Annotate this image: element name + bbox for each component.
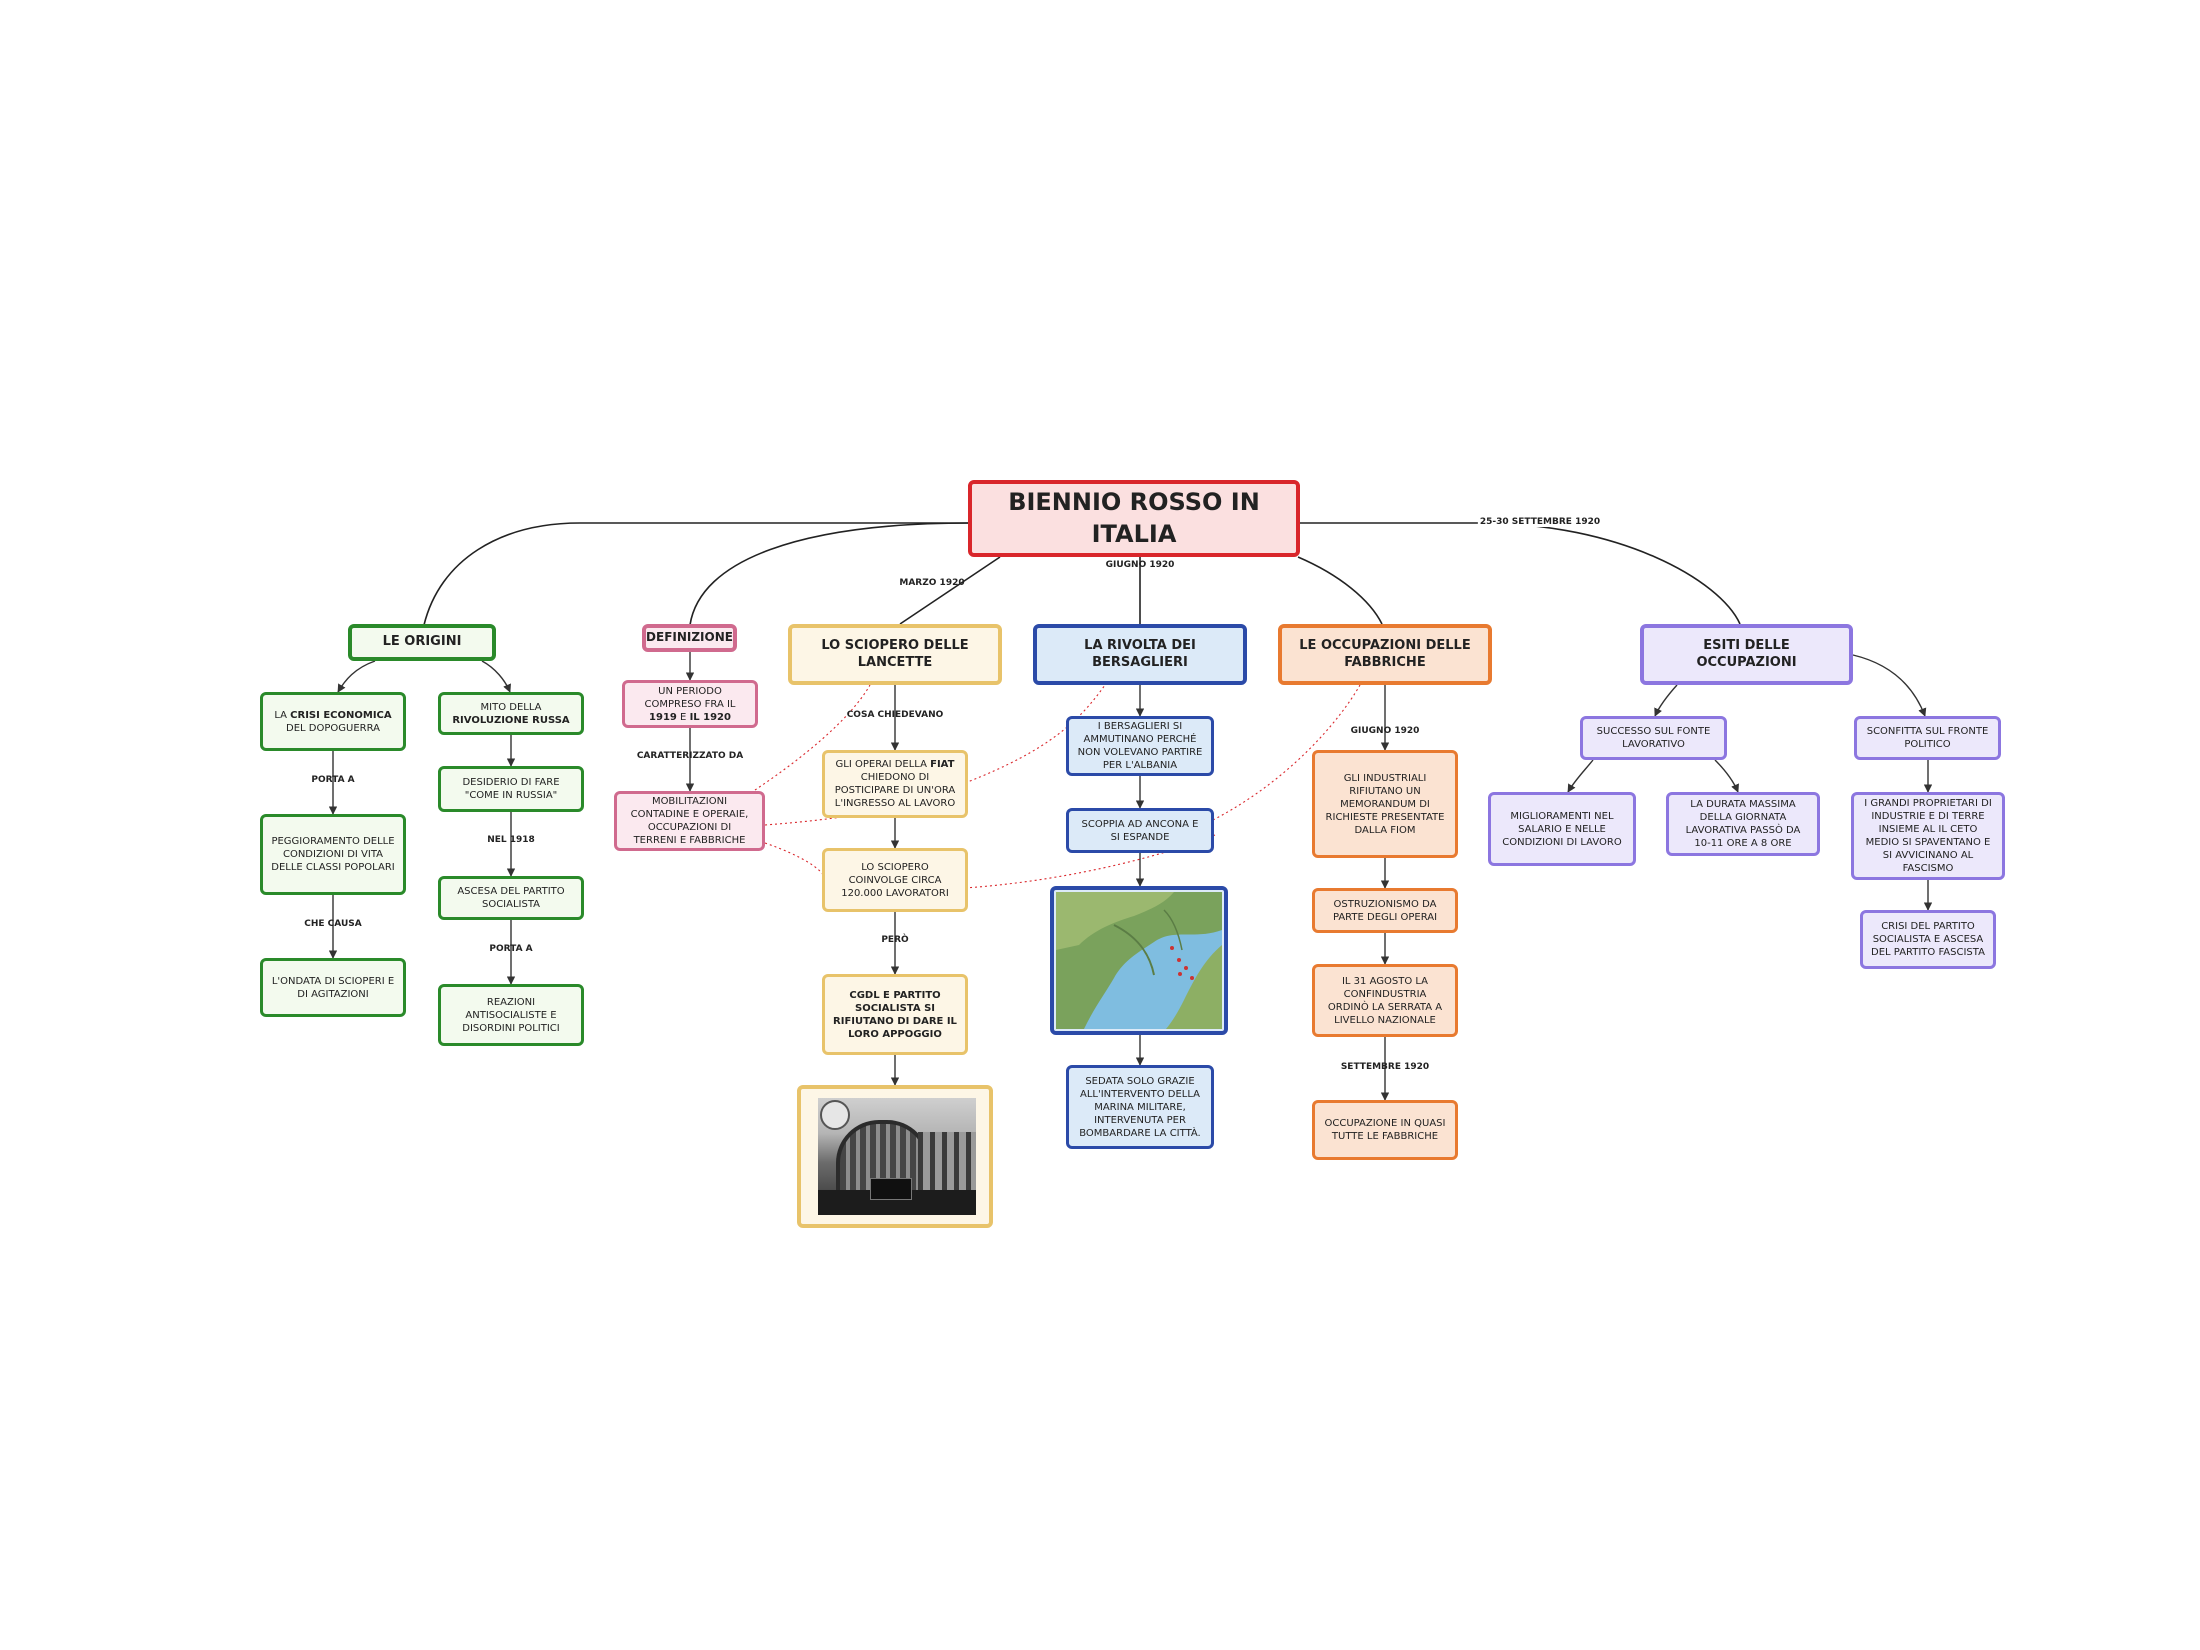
edge-label-giugno: GIUGNO 1920 bbox=[1105, 560, 1175, 570]
operai-fiat-node: GLI OPERAI DELLA FIAT CHIEDONO DI POSTIC… bbox=[822, 750, 968, 818]
edge-title-sciopero bbox=[899, 556, 1001, 625]
settembre-1920-label: SETTEMBRE 1920 bbox=[1340, 1062, 1430, 1072]
sedata-node: SEDATA SOLO GRAZIE ALL'INTERVENTO DELLA … bbox=[1066, 1065, 1214, 1149]
italy-map-drawing bbox=[1056, 892, 1222, 1029]
crisi-partito-node: CRISI DEL PARTITO SOCIALISTA E ASCESA DE… bbox=[1860, 910, 1996, 969]
origini-heading: LE ORIGINI bbox=[348, 624, 496, 661]
definizione-heading: DEFINIZIONE bbox=[642, 624, 737, 652]
reazioni-node: REAZIONI ANTISOCIALISTE E DISORDINI POLI… bbox=[438, 984, 584, 1046]
edge-label-settembre: 25-30 SETTEMBRE 1920 bbox=[1477, 517, 1603, 527]
desiderio-node: DESIDERIO DI FARE "COME IN RUSSIA" bbox=[438, 766, 584, 812]
periodo-year-1: 1919 bbox=[649, 711, 677, 723]
main-title: BIENNIO ROSSO IN ITALIA bbox=[968, 480, 1300, 557]
station-building bbox=[918, 1132, 976, 1190]
mobilitazioni-node: MOBILITAZIONI CONTADINE E OPERAIE, OCCUP… bbox=[614, 791, 765, 851]
peggioramento-node: PEGGIORAMENTO DELLE CONDIZIONI DI VITA D… bbox=[260, 814, 406, 895]
crisi-text-bold: CRISI ECONOMICA bbox=[290, 709, 392, 721]
mito-rivoluzione-node: MITO DELLA RIVOLUZIONE RUSSA bbox=[438, 692, 584, 735]
dotted-link-2 bbox=[764, 804, 901, 826]
italy-map-image bbox=[1050, 886, 1228, 1035]
crisi-economica-node: LA CRISI ECONOMICA DEL DOPOGUERRA bbox=[260, 692, 406, 751]
station-photo bbox=[797, 1085, 993, 1228]
ascesa-node: ASCESA DEL PARTITO SOCIALISTA bbox=[438, 876, 584, 920]
station-clock-icon bbox=[820, 1100, 850, 1130]
dotted-link-1 bbox=[754, 684, 871, 791]
proprietari-node: I GRANDI PROPRIETARI DI INDUSTRIE E DI T… bbox=[1851, 792, 2005, 880]
periodo-year-2: IL 1920 bbox=[689, 711, 731, 723]
rivolta-heading: LA RIVOLTA DEI BERSAGLIERI bbox=[1033, 624, 1247, 685]
edge-title-esiti bbox=[1298, 522, 1741, 625]
edge-label-marzo: MARZO 1920 bbox=[899, 578, 965, 588]
industriali-node: GLI INDUSTRIALI RIFIUTANO UN MEMORANDUM … bbox=[1312, 750, 1458, 858]
dotted-link-5 bbox=[964, 834, 1216, 889]
edge-title-origini bbox=[423, 522, 970, 626]
ammutinano-node: I BERSAGLIERI SI AMMUTINANO PERCHÉ NON V… bbox=[1066, 716, 1214, 776]
periodo-node: UN PERIODO COMPRESO FRA IL 1919 E IL 192… bbox=[622, 680, 758, 728]
crisi-text-post: DEL DOPOGUERRA bbox=[286, 722, 380, 734]
pero-label: PERÒ bbox=[881, 935, 909, 945]
sconfitta-node: SCONFITTA SUL FRONTE POLITICO bbox=[1854, 716, 2001, 760]
coinvolge-node: LO SCIOPERO COINVOLGE CIRCA 120.000 LAVO… bbox=[822, 848, 968, 912]
sciopero-heading: LO SCIOPERO DELLE LANCETTE bbox=[788, 624, 1002, 685]
esiti-heading: ESITI DELLE OCCUPAZIONI bbox=[1640, 624, 1853, 685]
operai-text-post: CHIEDONO DI POSTICIPARE DI UN'ORA L'INGR… bbox=[834, 772, 956, 809]
cosa-chiedevano-label: COSA CHIEDEVANO bbox=[846, 710, 944, 720]
station-tram bbox=[870, 1178, 912, 1200]
nel-1918-label: NEL 1918 bbox=[487, 835, 535, 845]
caratterizzato-label: CARATTERIZZATO DA bbox=[636, 751, 744, 761]
dotted-link-3 bbox=[764, 842, 826, 881]
dotted-link-4 bbox=[964, 684, 1106, 784]
periodo-text-pre: UN PERIODO COMPRESO FRA IL bbox=[644, 685, 736, 710]
operai-text-pre: GLI OPERAI DELLA bbox=[835, 759, 931, 770]
dotted-link-6 bbox=[1212, 684, 1361, 821]
giugno-1920-label: GIUGNO 1920 bbox=[1350, 726, 1420, 736]
ostruzionismo-node: OSTRUZIONISMO DA PARTE DEGLI OPERAI bbox=[1312, 888, 1458, 933]
edge-title-definizione bbox=[689, 522, 971, 626]
scoppia-node: SCOPPIA AD ANCONA E SI ESPANDE bbox=[1066, 808, 1214, 853]
operai-text-bold: FIAT bbox=[930, 759, 955, 770]
edge-title-occupazioni bbox=[1297, 556, 1383, 625]
che-causa-label: CHE CAUSA bbox=[304, 919, 362, 929]
cgdl-node: CGDL E PARTITO SOCIALISTA SI RIFIUTANO D… bbox=[822, 974, 968, 1055]
mito-text-bold: RIVOLUZIONE RUSSA bbox=[452, 714, 570, 726]
agosto-node: IL 31 AGOSTO LA CONFINDUSTRIA ORDINÒ LA … bbox=[1312, 964, 1458, 1037]
successo-node: SUCCESSO SUL FONTE LAVORATIVO bbox=[1580, 716, 1727, 760]
periodo-text-mid: E bbox=[676, 711, 690, 723]
crisi-text-pre: LA bbox=[274, 709, 291, 721]
occupazioni-heading: LE OCCUPAZIONI DELLE FABBRICHE bbox=[1278, 624, 1492, 685]
ondata-node: L'ONDATA DI SCIOPERI E DI AGITAZIONI bbox=[260, 958, 406, 1017]
durata-node: LA DURATA MASSIMA DELLA GIORNATA LAVORAT… bbox=[1666, 792, 1820, 856]
occupazione-node: OCCUPAZIONE IN QUASI TUTTE LE FABBRICHE bbox=[1312, 1100, 1458, 1160]
mito-text-pre: MITO DELLA bbox=[480, 701, 542, 713]
miglioramenti-node: MIGLIORAMENTI NEL SALARIO E NELLE CONDIZ… bbox=[1488, 792, 1636, 866]
station-photo-image bbox=[818, 1098, 976, 1215]
porta-a-label: PORTA A bbox=[311, 775, 355, 785]
porta-a-2-label: PORTA A bbox=[489, 944, 533, 954]
